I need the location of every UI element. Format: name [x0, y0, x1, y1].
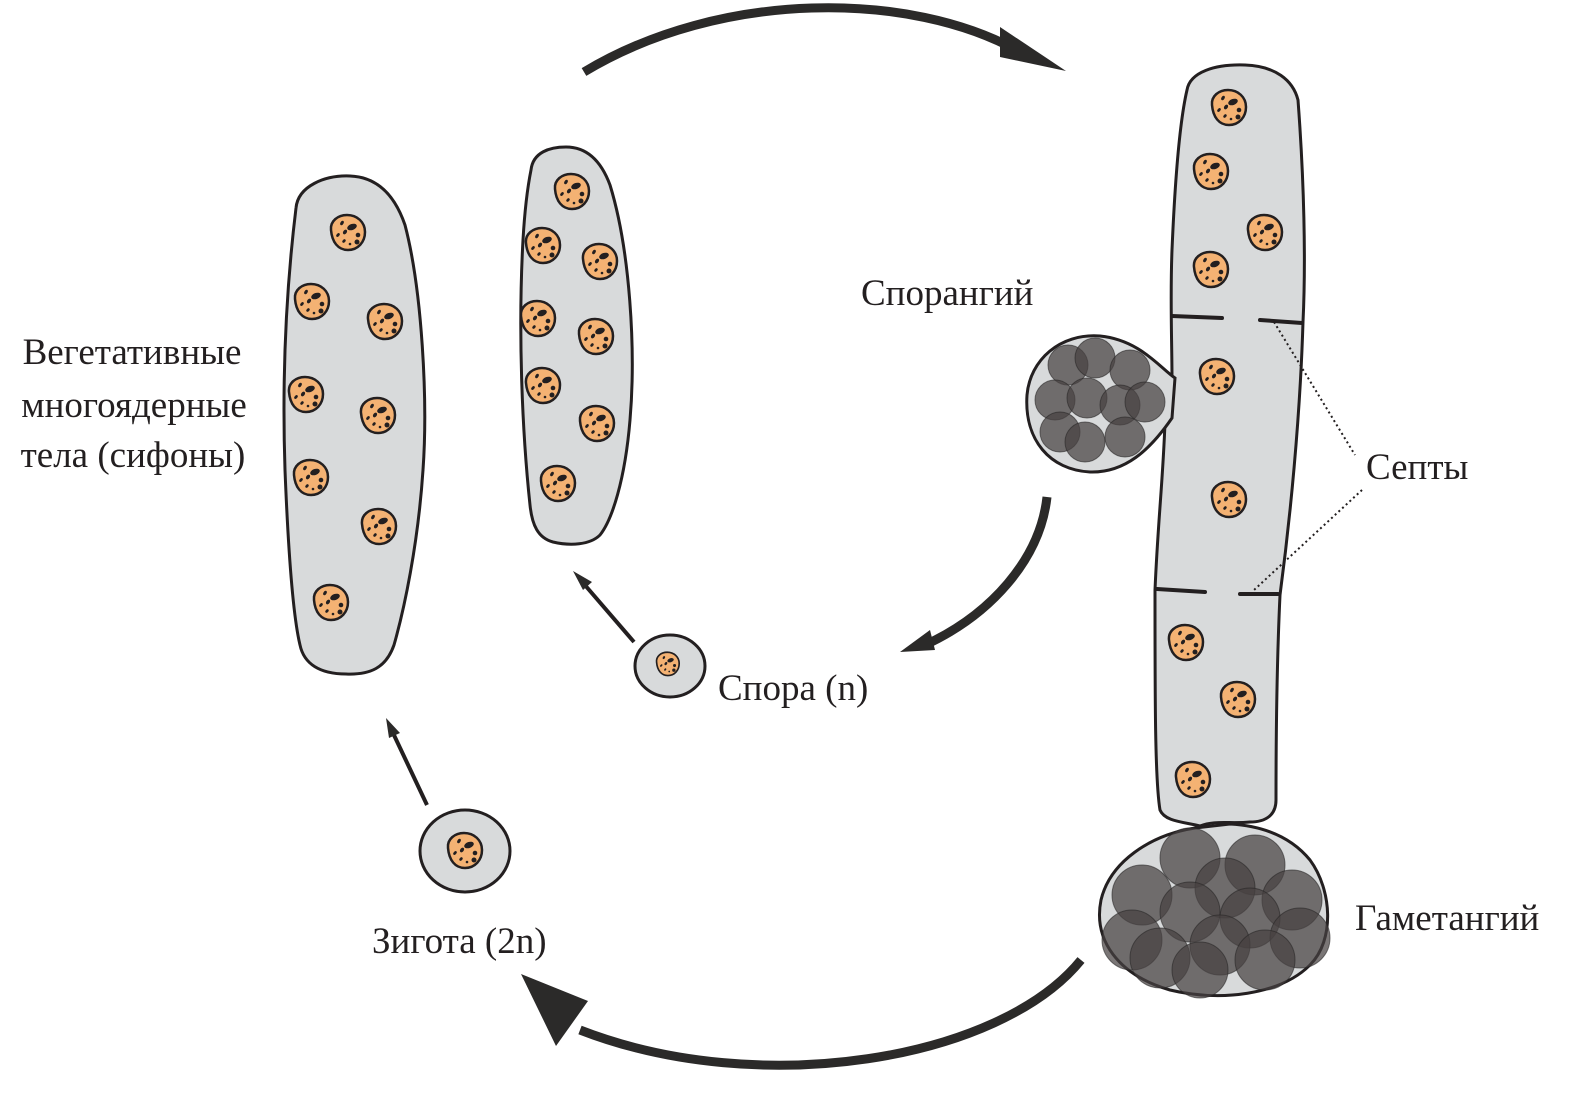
vegetative-siphon-large	[282, 174, 427, 676]
nucleus	[287, 375, 325, 414]
nucleus	[312, 583, 350, 622]
arrow-zygote-to-siphon	[386, 718, 429, 806]
vegetative-siphon-small	[519, 145, 634, 546]
label-vegetative-line1: Вегетативные	[23, 332, 242, 373]
nucleus	[519, 299, 557, 338]
septa-leaders	[1253, 321, 1363, 591]
nucleus	[1210, 480, 1248, 519]
label-vegetative-line3: тела (сифоны)	[21, 435, 246, 476]
nucleus	[293, 282, 331, 321]
label-vegetative-line2: многоядерные	[21, 385, 247, 426]
nucleus	[539, 464, 577, 503]
gamete-mass	[1101, 827, 1331, 999]
gametangium	[1098, 822, 1331, 999]
nucleus	[329, 213, 367, 252]
nucleus	[1192, 152, 1230, 191]
nucleus	[524, 366, 562, 405]
nucleus	[366, 302, 404, 341]
spore	[633, 633, 707, 699]
septum-lower	[1155, 587, 1280, 596]
sporangium	[1025, 334, 1177, 474]
label-spore: Спора (n)	[718, 668, 868, 709]
nucleus	[1246, 213, 1284, 252]
label-septa: Септы	[1366, 447, 1468, 488]
nucleus	[446, 831, 484, 870]
nucleus	[577, 317, 615, 356]
arrow-gametangium-to-zygote	[521, 957, 1085, 1070]
label-gametangium: Гаметангий	[1355, 898, 1539, 939]
nucleus	[292, 458, 330, 497]
arrow-siphon-to-thallus	[581, 3, 1066, 76]
spore-mass	[1034, 337, 1166, 463]
nucleus	[1198, 357, 1236, 396]
nucleus	[360, 507, 398, 546]
septum-upper	[1170, 314, 1304, 325]
nucleus	[581, 242, 619, 281]
nucleus	[553, 172, 591, 211]
label-zygote: Зигота (2n)	[372, 921, 547, 962]
label-sporangium: Спорангий	[861, 273, 1033, 314]
nucleus	[578, 404, 616, 443]
nucleus	[1174, 760, 1212, 799]
nucleus	[524, 226, 562, 265]
arrow-sporangium-to-spore	[900, 496, 1052, 652]
nucleus	[1167, 623, 1205, 662]
nucleus	[1192, 250, 1230, 289]
arrow-spore-to-siphon	[573, 571, 636, 644]
nucleus	[1210, 88, 1248, 127]
nucleus	[655, 651, 681, 677]
septate-thallus	[1025, 63, 1331, 999]
siphon-cell-wall	[282, 174, 427, 676]
nucleus	[1219, 680, 1257, 719]
zygote	[418, 808, 512, 894]
nucleus	[359, 396, 397, 435]
